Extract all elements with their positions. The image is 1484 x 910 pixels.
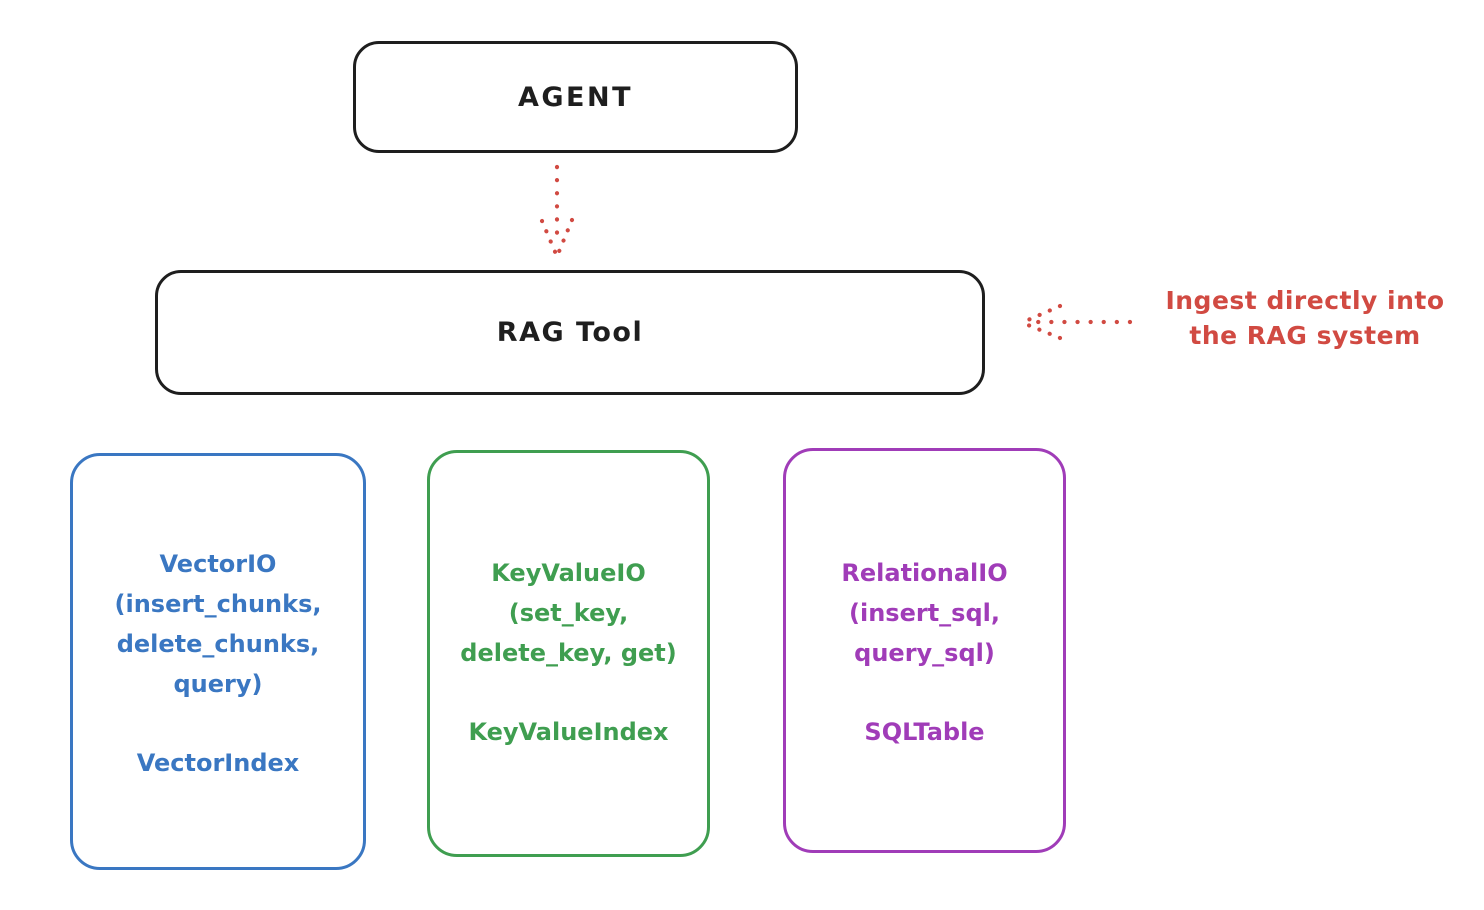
key-value-io-box: KeyValueIO (set_key, delete_key, get) Ke… — [427, 450, 710, 857]
key-value-io-title: KeyValueIO — [491, 559, 646, 587]
ingest-annotation: Ingest directly into the RAG system — [1135, 283, 1475, 353]
vector-io-method-line: delete_chunks, — [116, 630, 320, 658]
relational-io-box: RelationalIO (insert_sql, query_sql) SQL… — [783, 448, 1066, 853]
key-value-io-method-line: (set_key, — [508, 599, 629, 627]
vector-io-box: VectorIO (insert_chunks, delete_chunks, … — [70, 453, 366, 870]
relational-io-title: RelationalIO — [841, 559, 1008, 587]
agent-label: AGENT — [517, 81, 633, 113]
ingest-annotation-line2: the RAG system — [1189, 321, 1421, 350]
vector-index-label: VectorIndex — [136, 749, 300, 777]
key-value-index-label: KeyValueIndex — [468, 718, 669, 746]
ingest-annotation-line1: Ingest directly into — [1165, 286, 1445, 315]
relational-io-method-line: (insert_sql, — [849, 599, 1000, 627]
key-value-io-method-line: delete_key, get) — [460, 639, 677, 667]
rag-tool-box: RAG Tool — [155, 270, 985, 395]
vector-io-method-line: (insert_chunks, — [114, 590, 322, 618]
agent-box: AGENT — [353, 41, 798, 153]
relational-io-method-line: query_sql) — [854, 639, 995, 667]
agent-to-rag-tool-arrow-icon — [539, 164, 575, 257]
vector-io-title: VectorIO — [159, 550, 277, 578]
ingest-arrow-icon — [1025, 303, 1133, 341]
rag-tool-label: RAG Tool — [496, 317, 644, 348]
sql-table-label: SQLTable — [864, 718, 985, 746]
vector-io-method-line: query) — [173, 670, 263, 698]
